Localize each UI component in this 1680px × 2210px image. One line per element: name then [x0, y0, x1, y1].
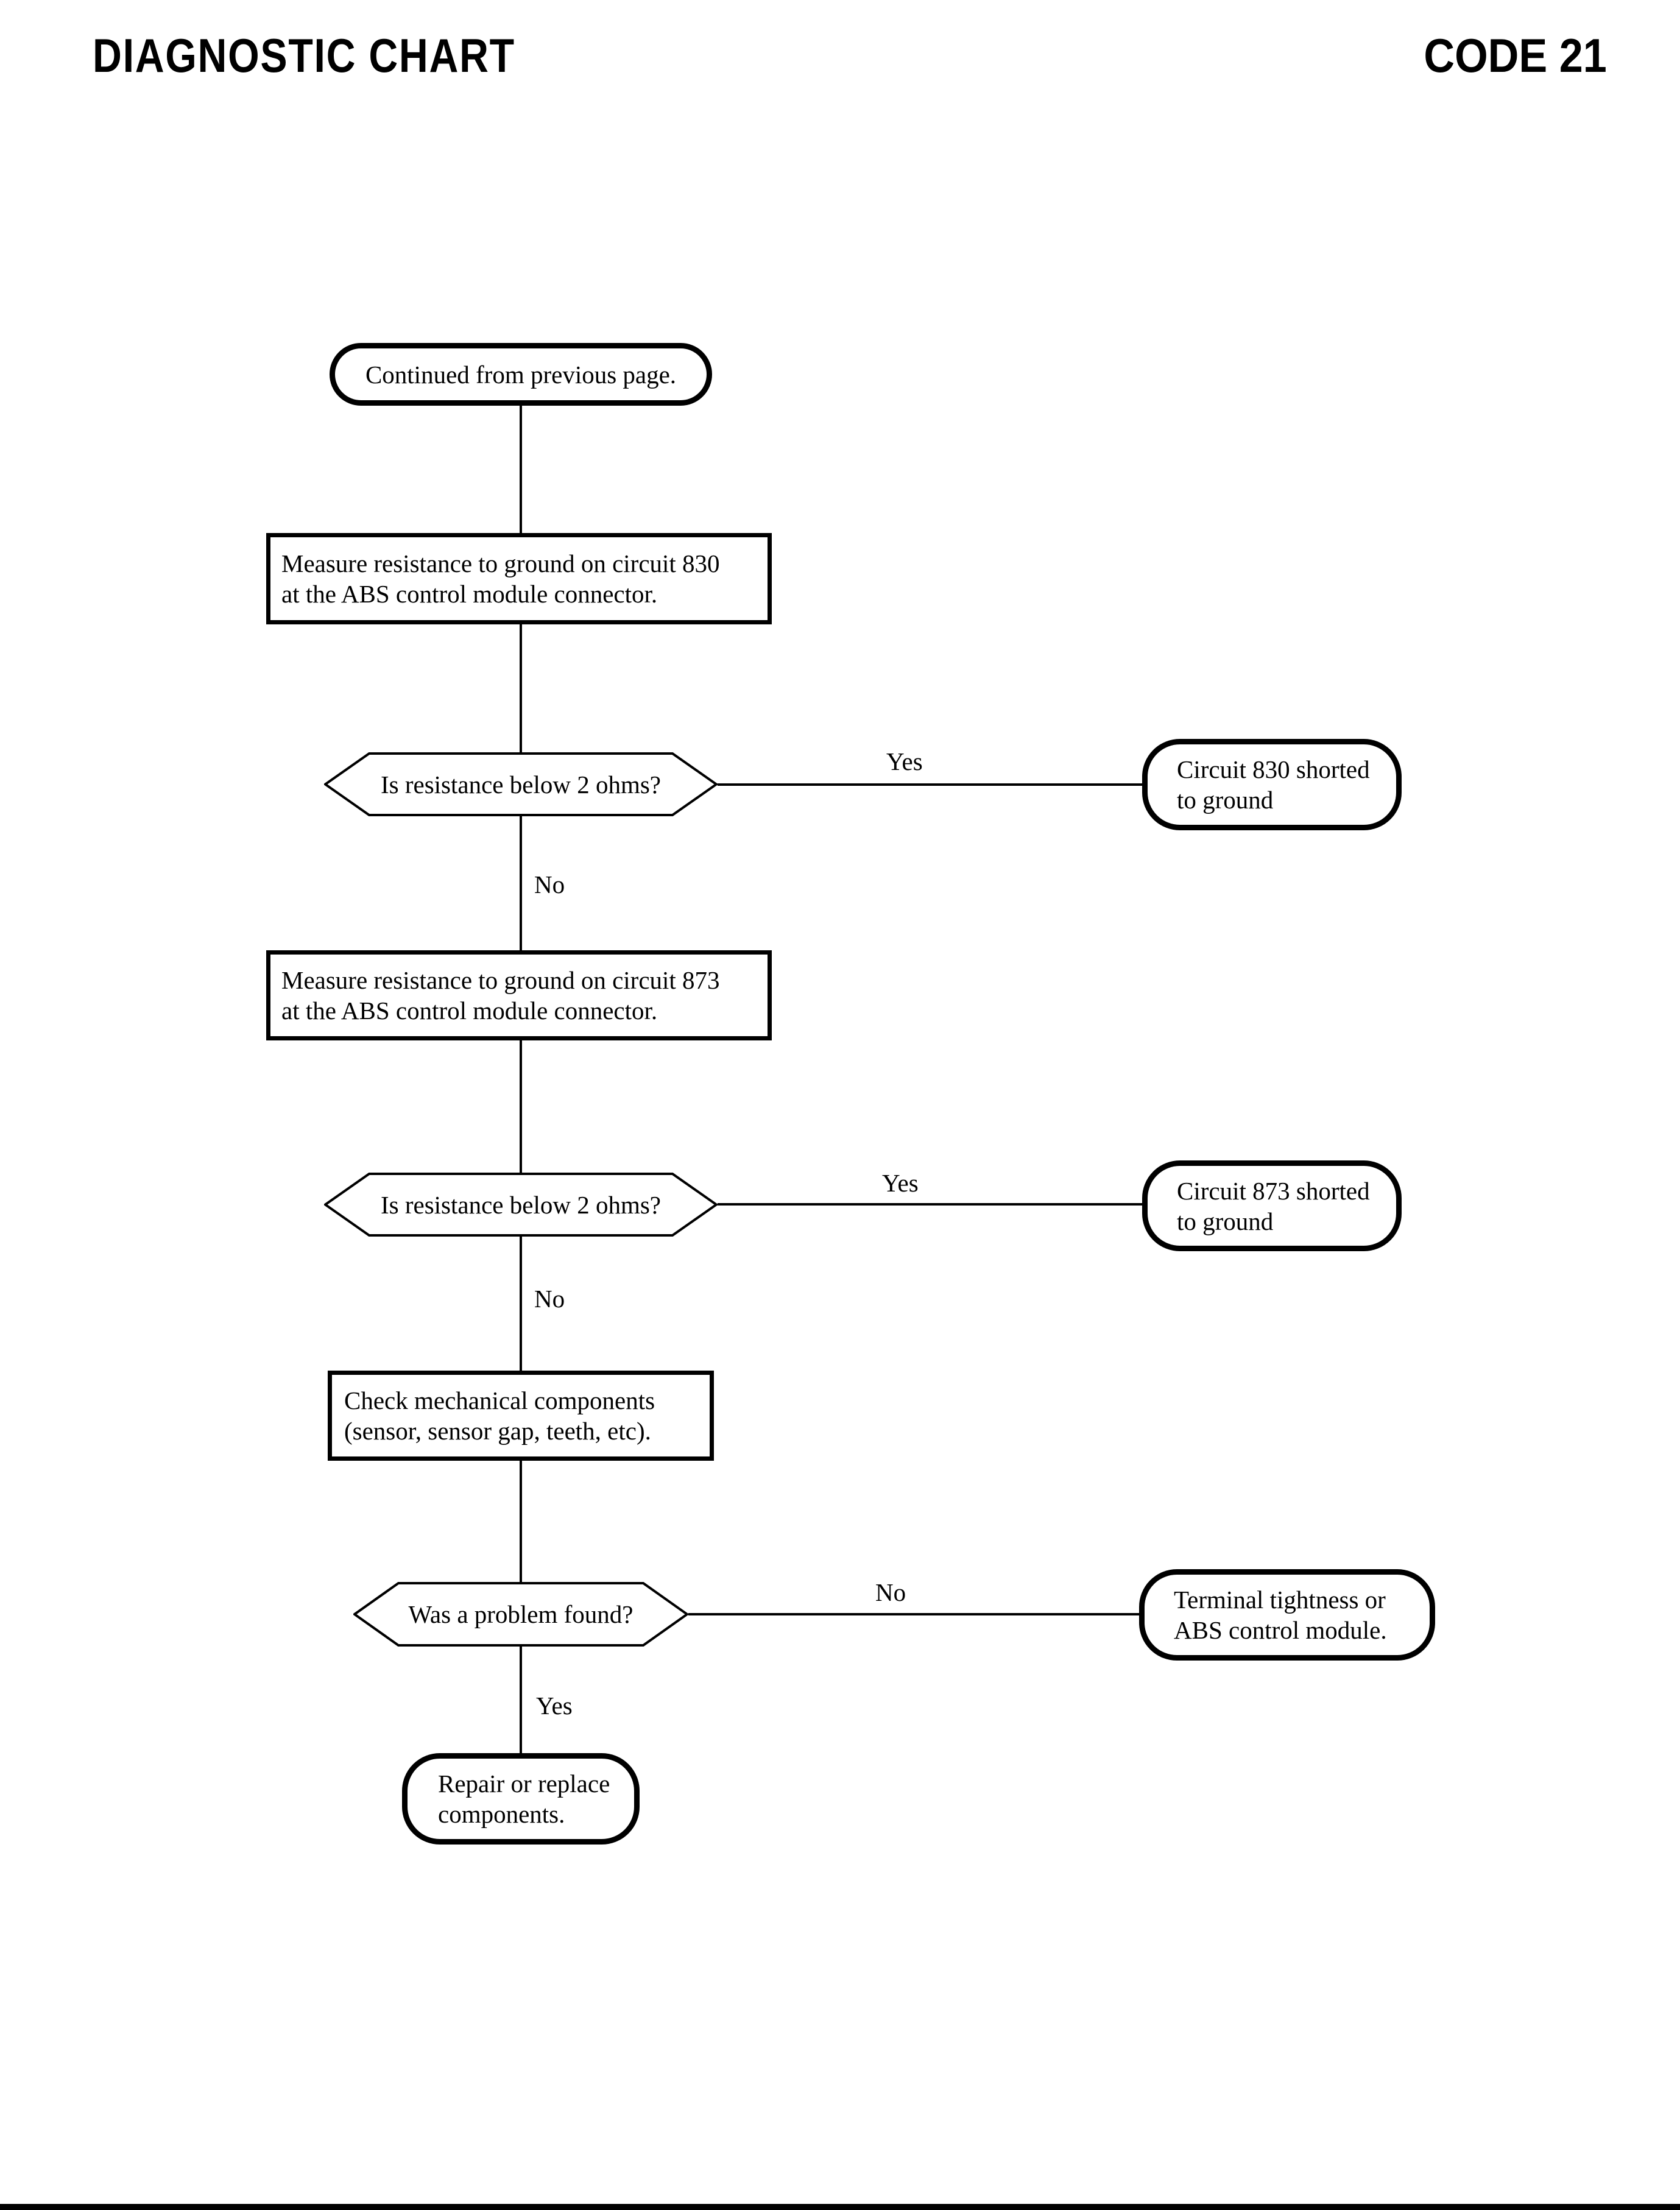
process-measure-830-line2: at the ABS control module connector.: [281, 580, 658, 608]
decision-resistance-1-label: Is resistance below 2 ohms?: [381, 770, 661, 799]
terminator-circuit-873-line2: to ground: [1177, 1207, 1274, 1235]
terminator-circuit-830-shorted: Circuit 830 shorted to ground: [1142, 739, 1402, 830]
connector-measure830-to-decision1: [520, 623, 522, 754]
connector-start-to-measure830: [520, 404, 522, 534]
decision-shape: [324, 1173, 718, 1237]
connector-decision2-no: [520, 1235, 522, 1372]
edge-label-yes-1: Yes: [886, 747, 923, 775]
process-check-mechanical: Check mechanical components (sensor, sen…: [328, 1371, 714, 1461]
process-measure-830-line1: Measure resistance to ground on circuit …: [281, 549, 720, 577]
code-label: CODE 21: [1424, 29, 1607, 82]
connector-mechanical-to-decision3: [520, 1460, 522, 1583]
decision-shape: [324, 752, 718, 816]
edge-label-no-1: No: [534, 870, 565, 898]
connector-decision3-yes: [520, 1645, 522, 1754]
connector-decision3-no: [688, 1613, 1139, 1615]
terminator-repair-replace-line1: Repair or replace: [438, 1770, 610, 1798]
decision-problem-found: Was a problem found?: [353, 1582, 688, 1647]
start-terminator-label: Continued from previous page.: [365, 360, 677, 389]
connector-decision1-yes: [718, 783, 1142, 786]
edge-label-no-2: No: [534, 1285, 565, 1313]
edge-label-yes-2: Yes: [882, 1169, 919, 1197]
connector-decision1-no: [520, 815, 522, 951]
page-title: DIAGNOSTIC CHART: [93, 29, 515, 82]
connector-measure873-to-decision2: [520, 1039, 522, 1174]
decision-problem-found-label: Was a problem found?: [408, 1600, 634, 1628]
process-measure-873-line1: Measure resistance to ground on circuit …: [281, 966, 720, 994]
process-measure-873: Measure resistance to ground on circuit …: [266, 950, 772, 1040]
decision-shape: [353, 1582, 688, 1647]
terminator-circuit-873-line1: Circuit 873 shorted: [1177, 1176, 1370, 1205]
terminator-circuit-873-shorted: Circuit 873 shorted to ground: [1142, 1160, 1402, 1251]
terminator-terminal-tightness-line2: ABS control module.: [1174, 1616, 1387, 1644]
start-terminator: Continued from previous page.: [330, 343, 712, 406]
terminator-terminal-tightness-line1: Terminal tightness or: [1174, 1586, 1386, 1614]
terminator-repair-replace-line2: components.: [438, 1800, 565, 1828]
process-check-mechanical-line2: (sensor, sensor gap, teeth, etc).: [344, 1417, 651, 1445]
edge-label-yes-3: Yes: [536, 1692, 573, 1720]
decision-resistance-1: Is resistance below 2 ohms?: [324, 752, 718, 816]
terminator-repair-replace: Repair or replace components.: [402, 1753, 640, 1845]
edge-label-no-3: No: [875, 1578, 906, 1606]
terminator-terminal-tightness: Terminal tightness or ABS control module…: [1139, 1569, 1435, 1661]
process-check-mechanical-line1: Check mechanical components: [344, 1386, 655, 1414]
connector-decision2-yes: [718, 1203, 1142, 1206]
bottom-rule: [0, 2204, 1680, 2210]
terminator-circuit-830-line1: Circuit 830 shorted: [1177, 755, 1370, 783]
decision-resistance-2-label: Is resistance below 2 ohms?: [381, 1190, 661, 1219]
process-measure-830: Measure resistance to ground on circuit …: [266, 533, 772, 624]
process-measure-873-line2: at the ABS control module connector.: [281, 997, 658, 1025]
terminator-circuit-830-line2: to ground: [1177, 786, 1274, 814]
decision-resistance-2: Is resistance below 2 ohms?: [324, 1173, 718, 1237]
